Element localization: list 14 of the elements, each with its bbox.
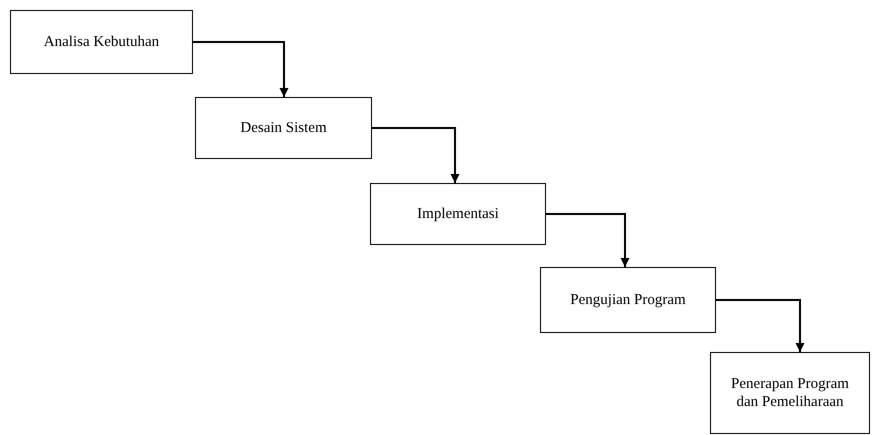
process-box [540,267,716,333]
arrow [372,127,460,183]
box-label: Analisa Kebutuhan [44,33,160,51]
process-box [195,97,372,159]
box-label: Penerapan Program dan Pemeliharaan [730,375,850,411]
process-box [710,352,870,434]
arrow [193,41,288,97]
box-label: Implementasi [417,205,499,223]
box-label: Pengujian Program [570,291,686,309]
box-label: Desain Sistem [240,119,327,137]
process-box [370,183,546,245]
process-box [10,10,193,74]
arrow [716,299,804,352]
arrow [546,213,630,267]
